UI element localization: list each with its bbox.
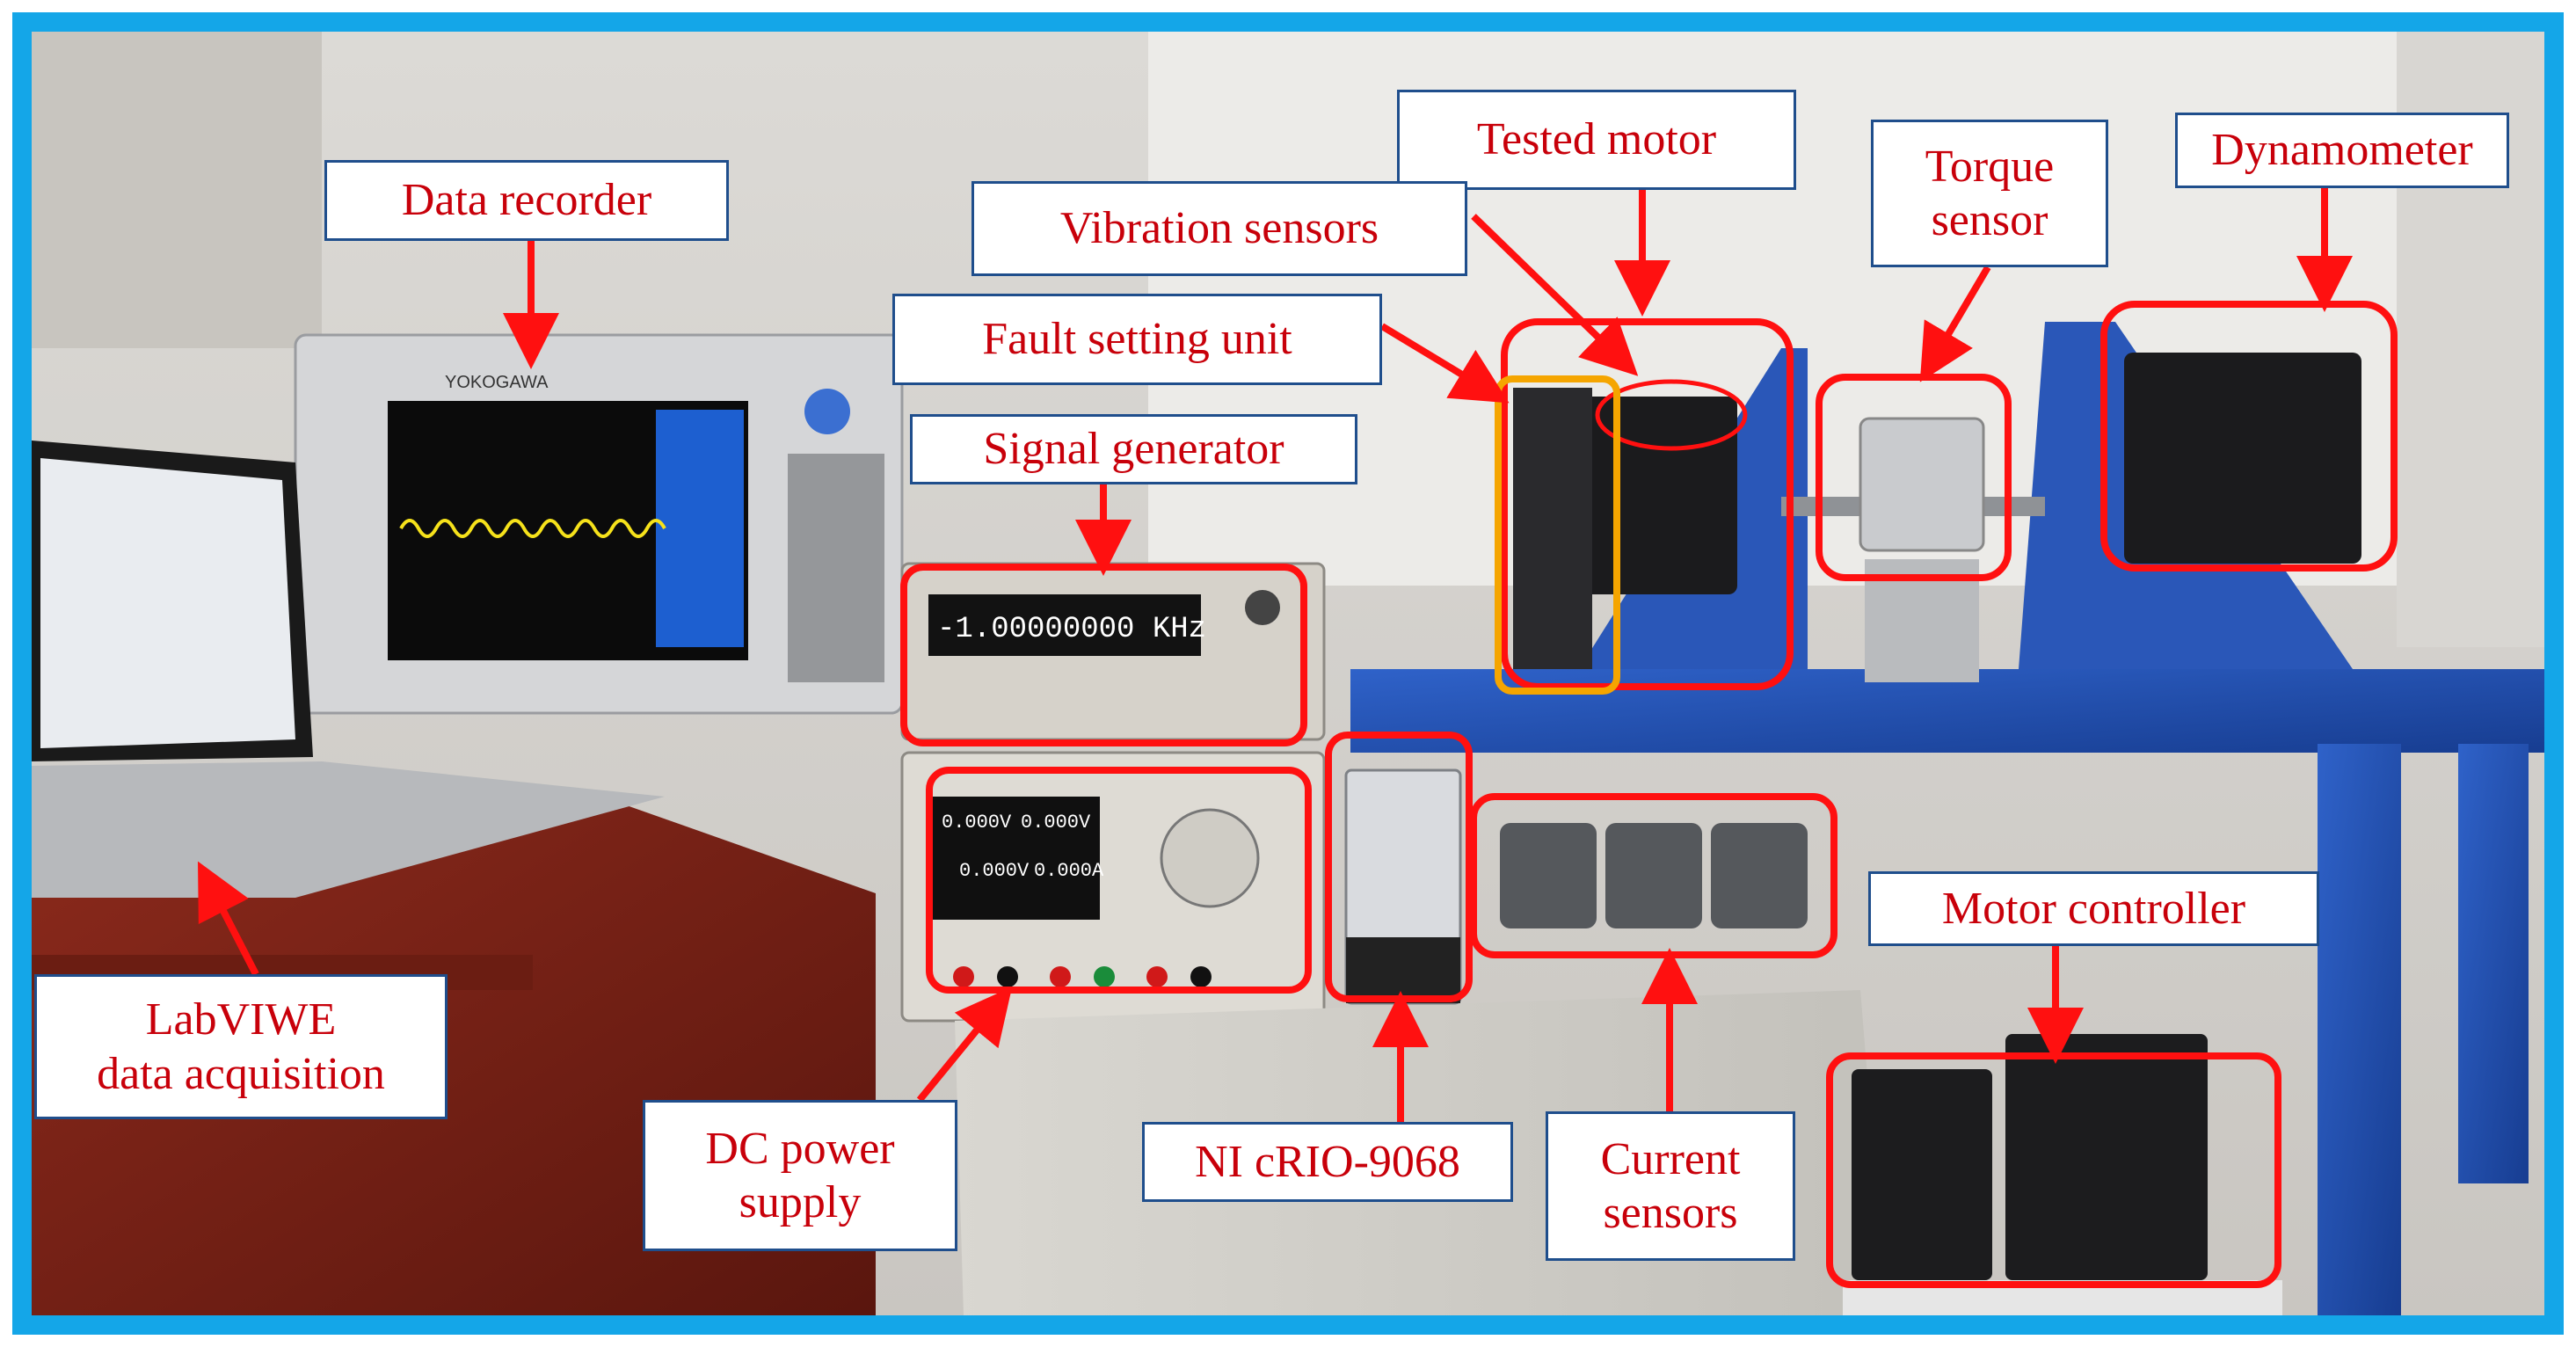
label-current-sensors: Current sensors [1546, 1111, 1795, 1261]
power-supply-dial [1160, 808, 1260, 908]
arrow-labviwe [198, 861, 259, 976]
highlight-vibration-sensors [1595, 379, 1748, 451]
label-current-sensors-line2: sensors [1603, 1188, 1738, 1238]
current-sensors-group [1500, 823, 1808, 928]
label-signal-generator: Signal generator [910, 414, 1357, 484]
highlight-tested-motor [1501, 318, 1794, 690]
wall-panel-left [32, 32, 322, 348]
power-supply-readout-v3: 0.000V [959, 860, 1030, 882]
photo-frame: YOKOGAWA -1.00000000 KHz 0.000V 0.000V 0… [12, 12, 2564, 1335]
label-labviwe-line2: data acquisition [97, 1048, 385, 1099]
ni-crio-base [1346, 937, 1460, 1003]
oscilloscope-waveform [399, 519, 666, 538]
power-supply-display [933, 797, 1100, 920]
dynamometer-body [2124, 353, 2361, 564]
power-supply-readout-v2: 0.000V [1021, 812, 1091, 834]
oscilloscope-brand: YOKOGAWA [445, 373, 549, 392]
label-dc-power-supply: DC power supply [643, 1100, 957, 1251]
power-supply-terminals [953, 966, 1212, 987]
label-ni-crio: NI cRIO-9068 [1142, 1122, 1513, 1202]
bench-leg-right [2318, 744, 2401, 1315]
highlight-fault-setting-unit [1495, 375, 1620, 695]
label-vibration-sensors: Vibration sensors [971, 181, 1467, 276]
label-motor-controller: Motor controller [1868, 871, 2319, 946]
label-labviwe: LabVIWE data acquisition [34, 974, 448, 1119]
fault-setting-board [1513, 388, 1592, 669]
motor-controller-right [2005, 1034, 2208, 1280]
label-fault-setting-unit: Fault setting unit [892, 294, 1382, 385]
highlight-dynamometer [2100, 301, 2398, 572]
laptop-base [32, 761, 665, 898]
arrow-fault-setting-unit [1379, 323, 1510, 404]
motor-controller-left [1852, 1069, 1992, 1280]
label-labviwe-line1: LabVIWE [145, 994, 337, 1045]
callout-arrows [198, 188, 2353, 1122]
signal-generator-display [928, 594, 1201, 656]
oscilloscope-buttons [788, 454, 884, 682]
highlight-torque-sensor [1816, 374, 2012, 581]
label-current-sensors-line1: Current [1600, 1133, 1741, 1184]
highlight-dc-power [926, 767, 1312, 994]
label-torque-sensor-line2: sensor [1931, 195, 2048, 245]
label-dynamometer: Dynamometer [2175, 113, 2509, 188]
torque-sensor-body [1859, 417, 1985, 552]
arrow-dc-power [916, 987, 1013, 1103]
oscilloscope-panel [656, 410, 744, 647]
bench-top [1350, 669, 2544, 753]
label-tested-motor: Tested motor [1397, 90, 1796, 190]
label-data-recorder: Data recorder [324, 160, 729, 241]
signal-generator-readout: -1.00000000 KHz [937, 613, 1206, 646]
bench-leg-right2 [2458, 744, 2529, 1183]
label-fault-setting-unit-text: Fault setting unit [982, 314, 1292, 365]
arrow-torque-sensor [1919, 265, 1991, 382]
power-supply-readout-a1: 0.000A [1034, 860, 1104, 882]
label-torque-sensor-line1: Torque [1925, 141, 2055, 192]
laptop-display [40, 458, 295, 748]
label-dc-power-line1: DC power [705, 1123, 895, 1174]
signal-generator-knob [1245, 590, 1280, 625]
label-torque-sensor: Torque sensor [1871, 120, 2108, 267]
label-dc-power-line2: supply [739, 1177, 862, 1227]
oscilloscope-knob [804, 389, 850, 434]
power-supply-readout-v1: 0.000V [942, 812, 1012, 834]
arrow-vibration-sensors [1471, 214, 1639, 376]
